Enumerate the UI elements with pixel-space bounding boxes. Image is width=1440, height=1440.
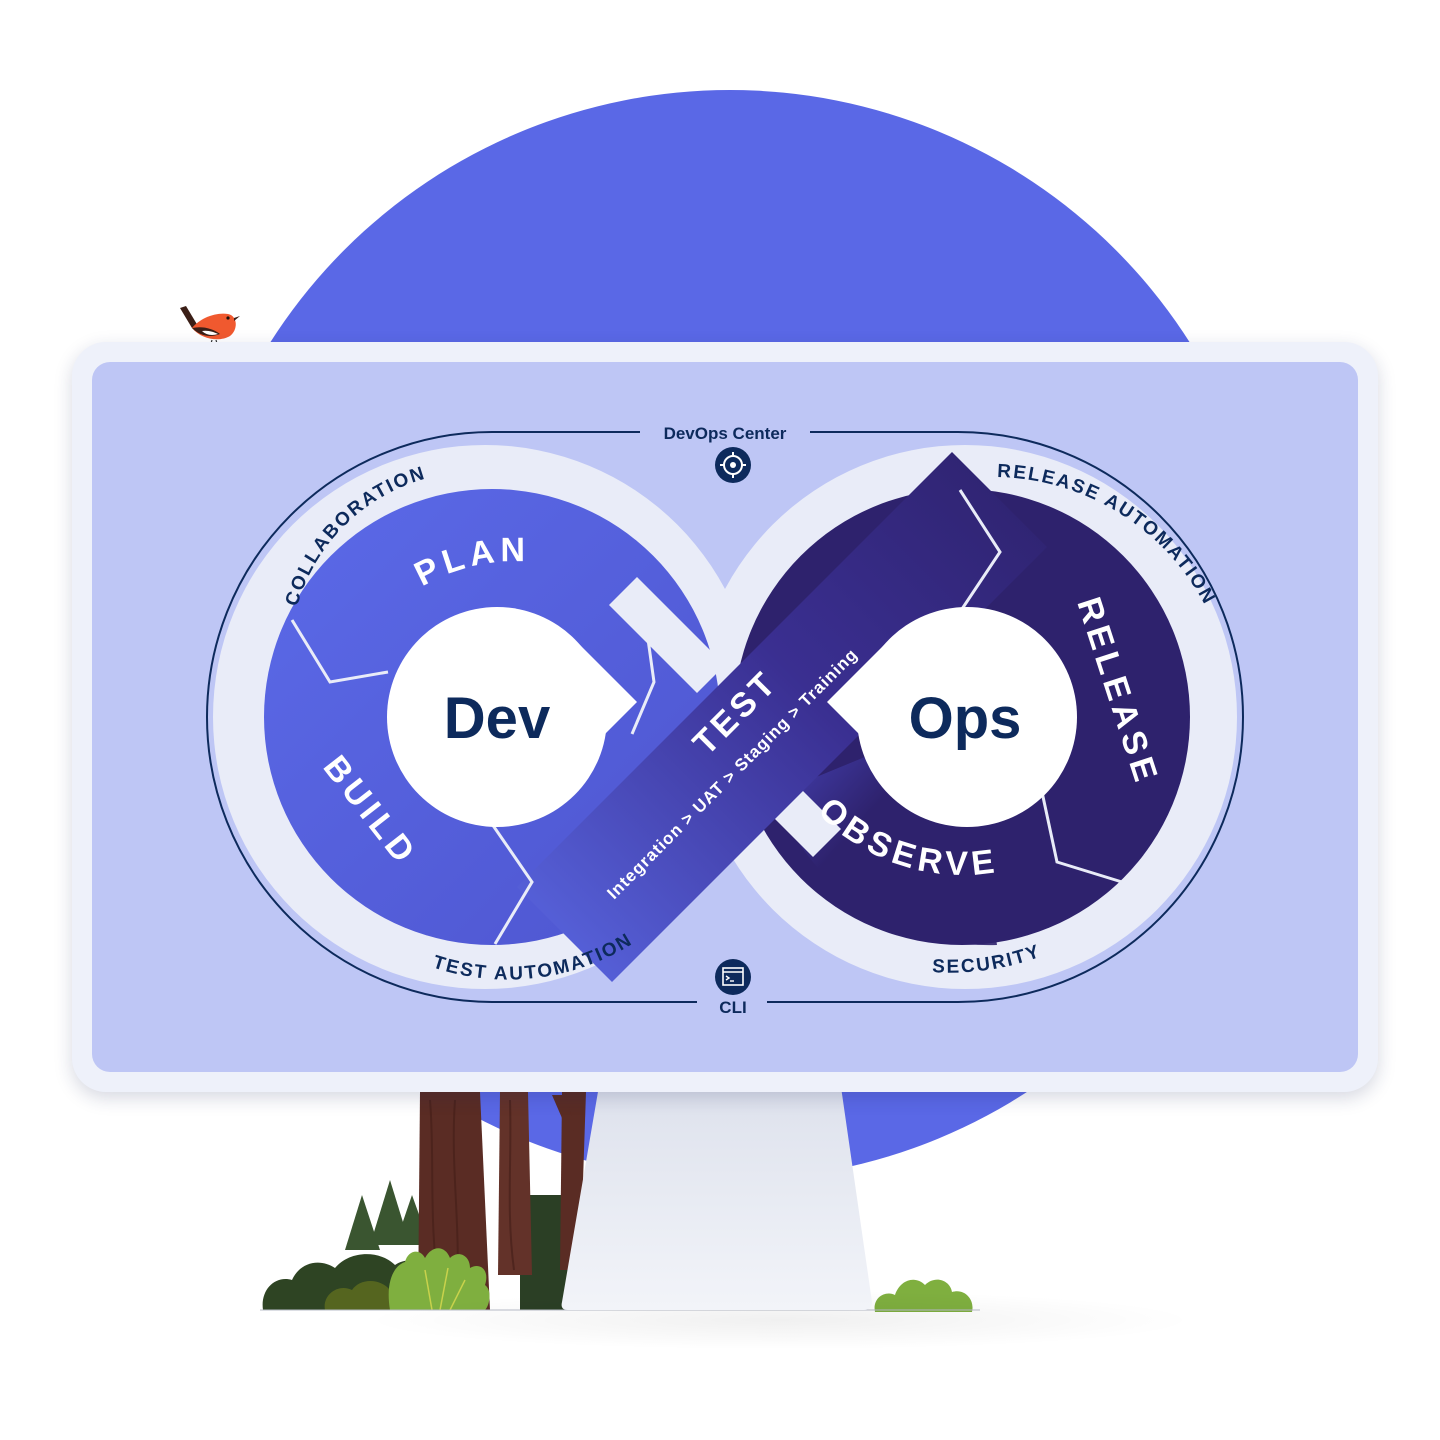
devops-center-label: DevOps Center [664, 424, 787, 443]
dev-label: Dev [444, 686, 550, 751]
ops-label: Ops [909, 686, 1022, 751]
terminal-window-icon[interactable] [715, 959, 751, 995]
monitor-stand [561, 1080, 872, 1310]
monitor-screen: Dev Ops PLAN BUILD TEST Integration > UA… [92, 362, 1358, 1072]
devops-infinity-diagram: Dev Ops PLAN BUILD TEST Integration > UA… [206, 422, 1244, 1017]
monitor-frame: Dev Ops PLAN BUILD TEST Integration > UA… [72, 342, 1378, 1092]
bird-illustration [180, 306, 240, 348]
cli-label: CLI [719, 998, 746, 1017]
target-gear-icon[interactable] [715, 447, 751, 483]
